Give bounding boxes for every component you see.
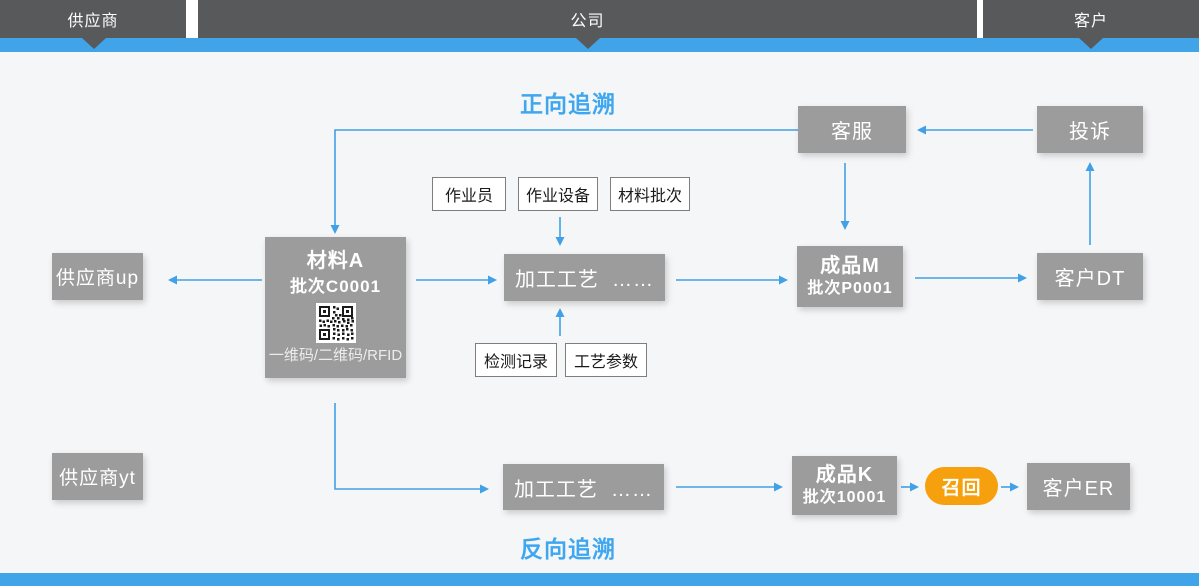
tag-inspection-record-label: 检测记录	[483, 354, 548, 371]
lane-pointer-triangle	[576, 38, 600, 49]
lane-customer: 客户	[983, 0, 1199, 38]
node-customer-service: 客服	[798, 106, 906, 153]
tag-process-parameter-label: 工艺参数	[573, 354, 638, 371]
lane-customer-label: 客户	[1073, 13, 1108, 30]
node-material-a-batch: 批次C0001	[289, 277, 382, 296]
node-customer-service-label: 客服	[831, 121, 873, 143]
node-supplier-yt: 供应商yt	[52, 453, 143, 500]
tag-equipment-label: 作业设备	[525, 188, 590, 205]
footer-blue-bar	[0, 573, 1199, 586]
node-customer-dt-label: 客户DT	[1054, 268, 1126, 290]
node-complaint: 投诉	[1037, 106, 1143, 153]
lane-company: 公司	[198, 0, 977, 38]
node-product-k-title: 成品K	[815, 464, 874, 486]
lane-pointer-triangle	[82, 38, 106, 49]
node-material-a: 材料A 批次C0001	[265, 237, 406, 378]
node-supplier-yt-label: 供应商yt	[59, 468, 136, 489]
tag-equipment: 作业设备	[518, 177, 598, 211]
node-product-k-batch: 批次10001	[802, 489, 887, 506]
recall-badge-label: 召回	[941, 477, 982, 499]
node-supplier-up-label: 供应商up	[55, 268, 140, 289]
tag-process-parameter: 工艺参数	[565, 343, 647, 377]
node-complaint-label: 投诉	[1069, 121, 1111, 143]
lane-supplier: 供应商	[0, 0, 186, 38]
tag-operator-label: 作业员	[444, 188, 493, 205]
node-supplier-up: 供应商up	[52, 253, 143, 300]
node-product-m-batch: 批次P0001	[807, 280, 893, 297]
backward-trace-label: 反向追溯	[520, 536, 616, 562]
qr-code-icon	[315, 303, 356, 344]
node-product-k: 成品K 批次10001	[792, 456, 897, 515]
arrow-materialA-to-process-backward	[334, 403, 489, 494]
tag-material-batch: 材料批次	[610, 177, 690, 211]
node-material-a-title: 材料A	[306, 250, 365, 272]
lane-company-label: 公司	[570, 13, 605, 30]
recall-badge: 召回	[925, 467, 998, 505]
node-material-a-code-caption: 一维码/二维码/RFID	[268, 347, 403, 365]
lane-supplier-label: 供应商	[67, 13, 119, 30]
node-process-forward: 加工工艺 ……	[504, 254, 665, 301]
node-process-forward-label: 加工工艺 ……	[514, 269, 655, 291]
forward-trace-label: 正向追溯	[520, 91, 616, 117]
lane-pointer-triangle	[1079, 38, 1103, 49]
node-customer-er: 客户ER	[1027, 463, 1130, 510]
node-product-m-title: 成品M	[820, 255, 880, 277]
node-process-backward: 加工工艺 ……	[503, 464, 664, 510]
tag-material-batch-label: 材料批次	[617, 188, 682, 205]
node-product-m: 成品M 批次P0001	[797, 246, 903, 307]
tag-inspection-record: 检测记录	[475, 343, 557, 377]
node-customer-dt: 客户DT	[1037, 253, 1143, 300]
tag-operator: 作业员	[432, 177, 506, 211]
node-customer-er-label: 客户ER	[1042, 478, 1115, 500]
node-process-backward-label: 加工工艺 ……	[513, 478, 654, 501]
